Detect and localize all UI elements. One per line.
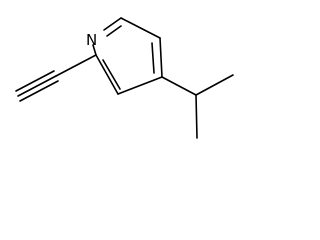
bond-ch-methyl-right <box>195 74 234 96</box>
bond-c4-c5 <box>159 37 163 78</box>
bond-c6-n <box>103 17 122 31</box>
triple-bond-line-1 <box>17 75 57 97</box>
bond-c4-c5-double <box>151 42 155 74</box>
bond-n-c2 <box>92 44 97 56</box>
isopropyl-group <box>161 74 234 139</box>
bond-ch-methyl-down <box>195 94 198 139</box>
pyridine-ring <box>92 17 163 95</box>
triple-bond-line-2 <box>15 70 55 92</box>
triple-bond-line-3 <box>19 80 59 102</box>
bond-c6-n-double <box>106 25 122 37</box>
bond-c5-c6 <box>120 17 161 39</box>
bond-c2-c3 <box>95 54 119 95</box>
bond-c4-ch <box>161 76 197 96</box>
chemical-structure-diagram: N <box>15 17 234 139</box>
ethynyl-group <box>15 54 97 102</box>
nitrogen-atom-label: N <box>86 31 97 49</box>
bond-c3-c4 <box>117 76 163 95</box>
bond-c2-c3-double <box>102 59 121 90</box>
bond-c2-ca <box>55 54 97 77</box>
